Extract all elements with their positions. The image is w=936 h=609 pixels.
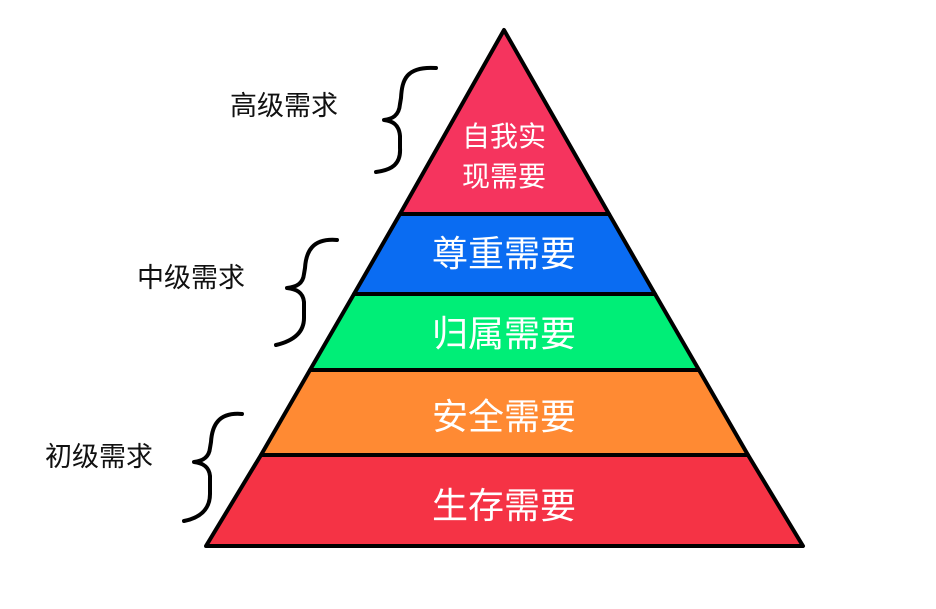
tier-self-actualization-label-line-2: 现需要 <box>462 160 546 193</box>
brace-middle <box>274 237 339 347</box>
tier-belonging: 归属需要 <box>308 292 701 372</box>
tier-safety-label: 安全需要 <box>432 397 576 438</box>
level-label-low: 初级需求 <box>45 442 153 473</box>
tier-safety: 安全需要 <box>259 368 750 457</box>
level-label-middle: 中级需求 <box>137 263 245 294</box>
tier-survival-shape <box>204 453 805 548</box>
level-label-high: 高级需求 <box>230 91 338 122</box>
tier-esteem: 尊重需要 <box>352 212 657 296</box>
brace-low <box>182 411 244 523</box>
tier-esteem-label: 尊重需要 <box>432 234 576 275</box>
tier-belonging-label: 归属需要 <box>432 314 576 355</box>
brace-high <box>374 65 438 174</box>
tier-self-actualization: 自我实 现需要 <box>398 28 611 216</box>
pyramid: 自我实 现需要 尊重需要 归属需要 安全需要 生存需要 <box>204 28 805 548</box>
tier-self-actualization-label-line-1: 自我实 <box>462 120 546 153</box>
tier-survival-label: 生存需要 <box>432 486 576 527</box>
tier-survival: 生存需要 <box>204 453 805 548</box>
